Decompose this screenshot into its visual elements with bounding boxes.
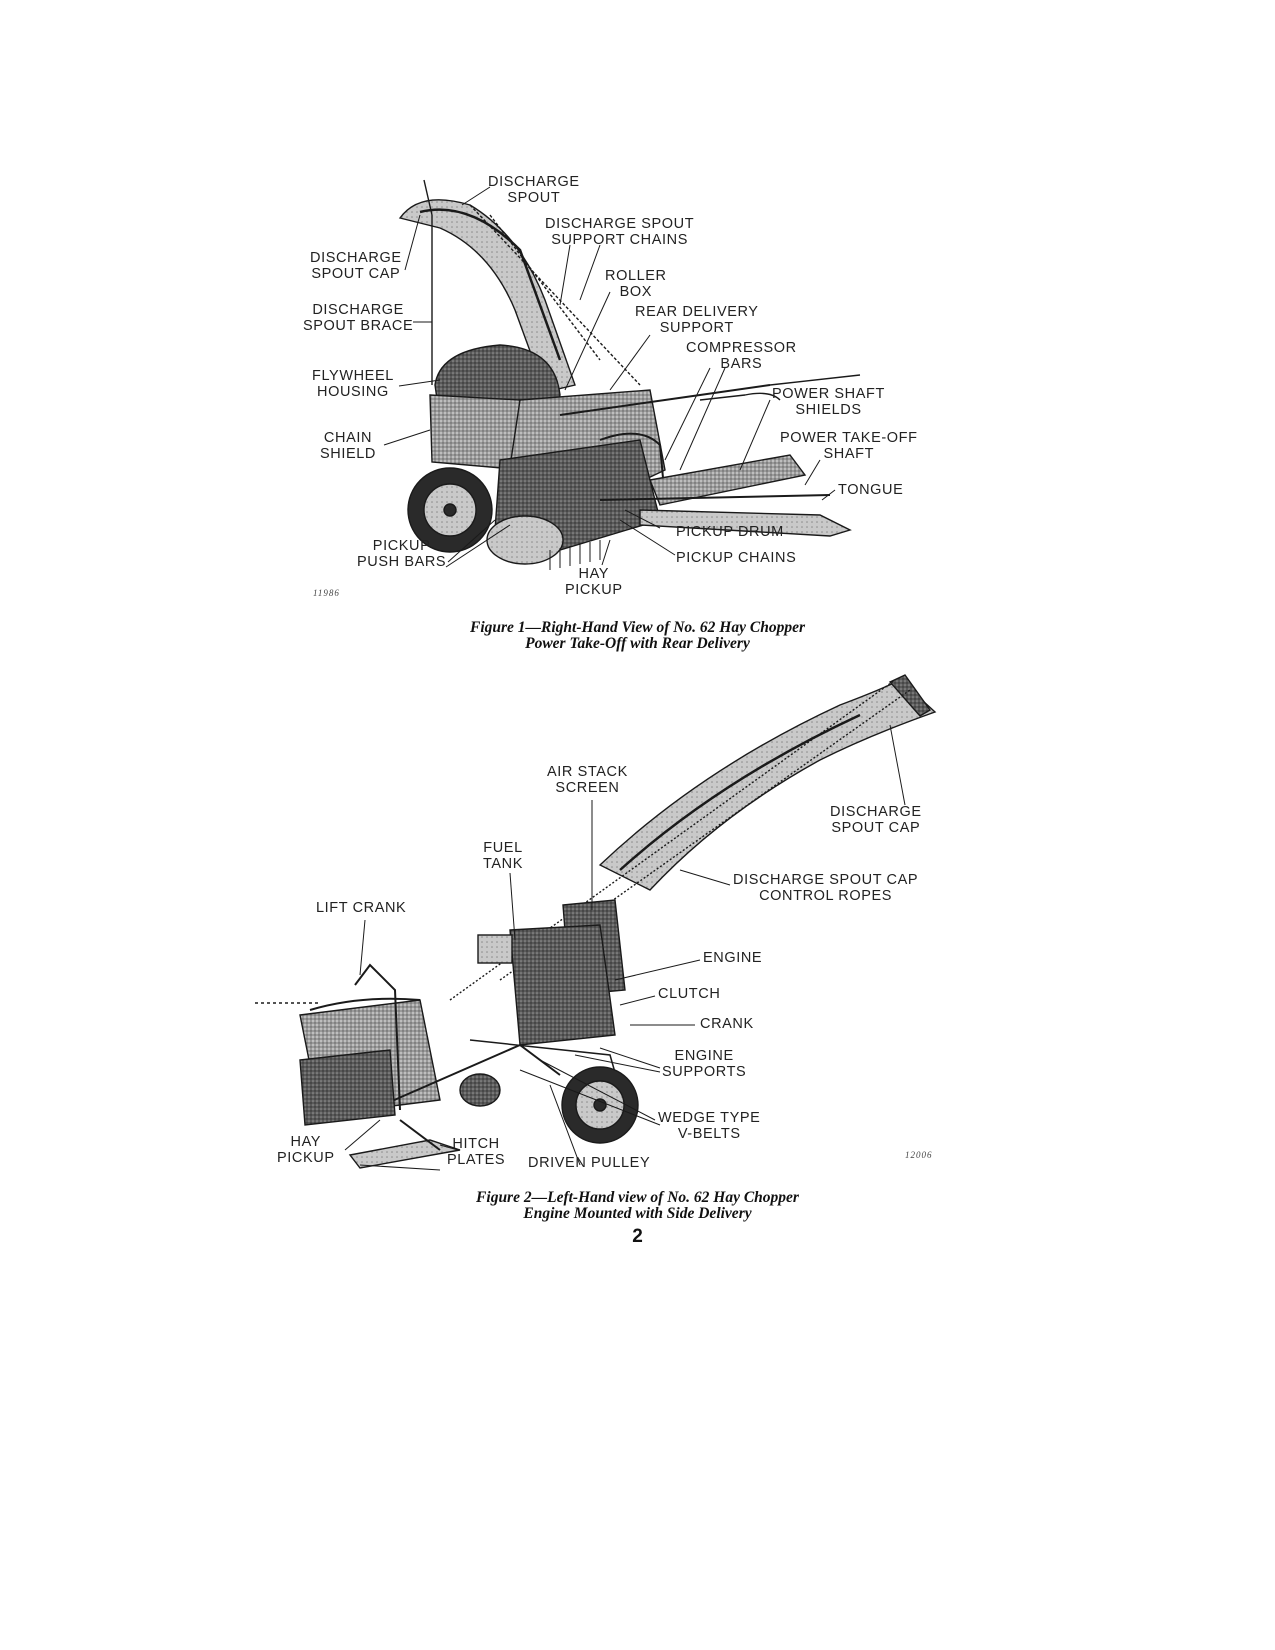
figure2-caption: Figure 2—Left-Hand view of No. 62 Hay Ch… bbox=[476, 1189, 799, 1222]
figure2-leaders bbox=[344, 724, 906, 1171]
label-tongue: TONGUE bbox=[838, 482, 904, 498]
label-clutch: CLUTCH bbox=[658, 986, 721, 1002]
label-engine: ENGINE bbox=[703, 950, 763, 966]
figure1-caption: Figure 1—Right-Hand View of No. 62 Hay C… bbox=[469, 619, 805, 652]
label-pickup-chains: PICKUP CHAINS bbox=[676, 550, 797, 566]
figure1-drawing bbox=[398, 179, 861, 570]
figure2-drawing bbox=[255, 674, 937, 1169]
label-crank: CRANK bbox=[700, 1016, 754, 1032]
page-number: 2 bbox=[632, 1226, 643, 1247]
label-pickup-drum: PICKUP DRUM bbox=[676, 524, 784, 540]
figure2-code: 12006 bbox=[905, 1150, 933, 1160]
label-driven-pulley: DRIVEN PULLEY bbox=[528, 1155, 651, 1171]
label-lift-crank: LIFT CRANK bbox=[316, 900, 407, 916]
figure1-leaders bbox=[383, 186, 836, 568]
figure1-code: 11986 bbox=[313, 588, 340, 598]
